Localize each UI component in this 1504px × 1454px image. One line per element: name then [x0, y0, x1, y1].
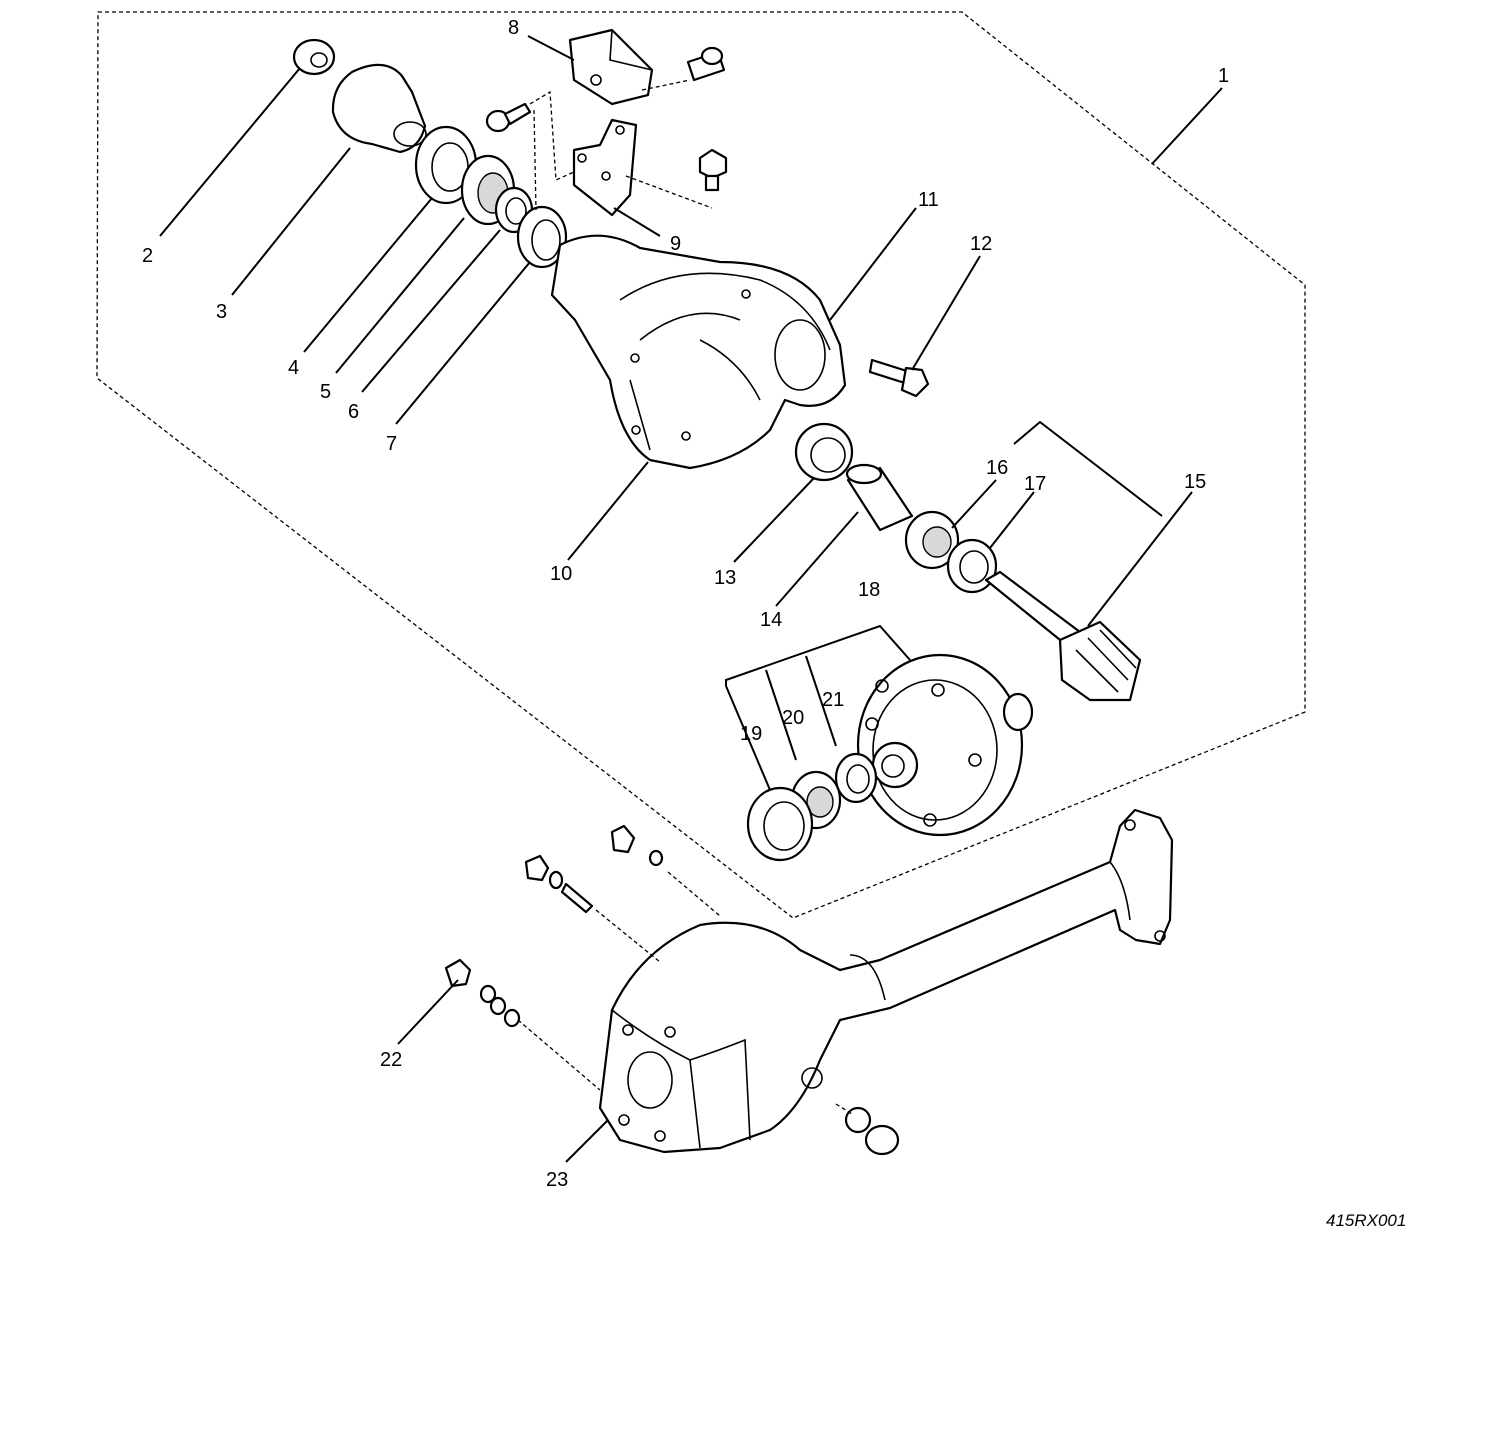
- part-companion-flange: [331, 63, 427, 154]
- callout-9: 9: [670, 233, 681, 255]
- callout-8: 8: [508, 17, 519, 39]
- callout-20: 20: [782, 707, 804, 729]
- callout-1: 1: [1218, 65, 1229, 87]
- callout-16: 16: [986, 457, 1008, 479]
- figure-code: 415RX001: [1326, 1211, 1406, 1230]
- callout-21: 21: [822, 689, 844, 711]
- part-carrier-bolt: [868, 358, 930, 398]
- callout-10: 10: [550, 563, 572, 585]
- callout-22: 22: [380, 1049, 402, 1071]
- part-bracket-bolt-left: [485, 102, 532, 133]
- callout-14: 14: [760, 609, 782, 631]
- callout-23: 23: [546, 1169, 568, 1191]
- alignment-lines: [517, 79, 853, 1115]
- callout-3: 3: [216, 301, 227, 323]
- callout-17: 17: [1024, 473, 1046, 495]
- callout-2: 2: [142, 245, 153, 267]
- part-bearing-cup: [516, 205, 568, 269]
- callout-18: 18: [858, 579, 880, 601]
- callout-11: 11: [918, 189, 939, 211]
- part-pinion-shim: [946, 538, 998, 594]
- callout-5: 5: [320, 381, 331, 403]
- callout-6: 6: [348, 401, 359, 423]
- part-bumper-bolt: [686, 46, 726, 82]
- part-bumper-block: [568, 28, 654, 106]
- part-differential-ring-gear: [856, 653, 1034, 837]
- part-nut: [292, 38, 336, 76]
- callout-12: 12: [970, 233, 992, 255]
- part-differential-bearing-cup: [746, 786, 814, 862]
- callout-labels: 1 2 3 4 5 6 7 8 9 10 11 12 13 14 15 16 1…: [142, 17, 1229, 1191]
- part-mounting-bracket: [572, 118, 638, 217]
- part-drive-pinion: [984, 570, 1142, 702]
- part-carrier-housing: [550, 234, 847, 470]
- part-bracket-bolt-right: [698, 148, 728, 192]
- part-cover-bolt: [610, 824, 664, 867]
- part-pinion-bearing: [904, 510, 960, 570]
- part-stud-set: [524, 854, 594, 914]
- leader-lines: [159, 35, 1223, 1163]
- assembly-boundary: [96, 11, 1306, 919]
- part-inner-bearing-cup: [794, 422, 854, 482]
- callout-19: 19: [740, 723, 762, 745]
- part-differential-shim: [834, 752, 878, 804]
- callout-15: 15: [1184, 471, 1206, 493]
- part-axle-housing: [598, 808, 1174, 1154]
- part-drain-plug: [844, 1106, 900, 1156]
- callout-13: 13: [714, 567, 736, 589]
- callout-4: 4: [288, 357, 299, 379]
- part-bolt-set: [444, 958, 521, 1028]
- part-collapsible-spacer: [845, 463, 914, 532]
- callout-7: 7: [386, 433, 397, 455]
